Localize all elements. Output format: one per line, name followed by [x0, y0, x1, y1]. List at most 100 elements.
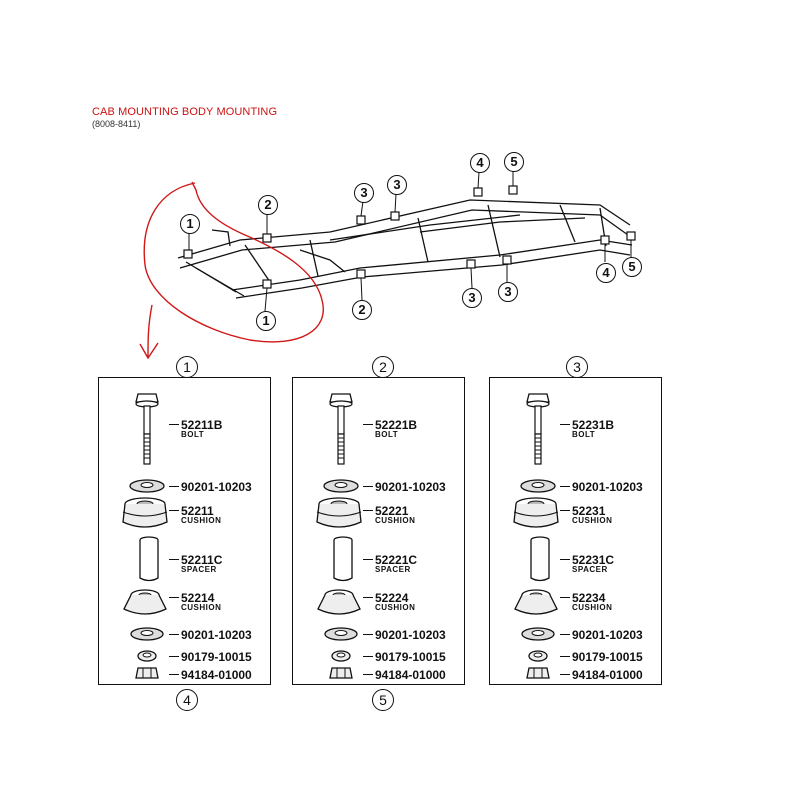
part-illustration-3 [119, 496, 171, 541]
part-illustration-1 [132, 388, 162, 473]
part-description: SPACER [181, 565, 217, 574]
frame-callout-2-bottom: 2 [352, 300, 372, 320]
nut-illustration [526, 667, 550, 679]
part-number: 52231C [572, 553, 615, 567]
panel-number-3: 3 [566, 356, 588, 378]
part-illustration-2 [321, 478, 361, 499]
crossmember-c [417, 217, 429, 263]
part-leader-line [560, 597, 570, 598]
lock-washer-illustration [331, 650, 351, 662]
part-leader-line [363, 559, 373, 560]
part-illustration-5 [119, 587, 171, 626]
washer-illustration [129, 479, 165, 493]
frame-callout-3-top-a: 3 [354, 183, 374, 203]
frame-callout-5-top: 5 [504, 152, 524, 172]
part-number: 52211B [181, 418, 223, 432]
part-number: 52231 [572, 504, 606, 518]
part-illustration-1 [523, 388, 553, 473]
panel-number-1: 1 [176, 356, 198, 378]
part-leader-line [169, 674, 179, 675]
part-description: CUSHION [572, 603, 613, 612]
part-description: CUSHION [375, 516, 416, 525]
part-illustration-4 [331, 535, 355, 588]
red-annotation-arrow [139, 304, 159, 360]
part-number: 90201-10203 [572, 628, 643, 642]
part-illustration-4 [528, 535, 552, 588]
part-illustration-3 [313, 496, 365, 541]
crossmember-b [309, 239, 319, 277]
part-illustration-8 [523, 664, 553, 687]
part-description: SPACER [572, 565, 608, 574]
nut-illustration [135, 667, 159, 679]
lower-cushion-illustration [123, 589, 167, 615]
part-number: 94184-01000 [572, 668, 643, 682]
part-illustration-3 [510, 496, 562, 541]
part-number: 52214 [181, 591, 215, 605]
frame-callout-3-bottom-a: 3 [462, 288, 482, 308]
diagram-title: CAB MOUNTING BODY MOUNTING [92, 106, 278, 118]
crossmember-a [244, 244, 271, 283]
part-illustration-4 [137, 535, 161, 588]
frame-callout-3-top-b: 3 [387, 175, 407, 195]
part-number: 94184-01000 [181, 668, 252, 682]
right-rail-top [231, 239, 633, 291]
part-number: 52211C [181, 553, 223, 567]
part-description: CUSHION [375, 603, 416, 612]
part-description: CUSHION [181, 603, 222, 612]
lower-cushion-illustration [317, 589, 361, 615]
part-leader-line [169, 424, 179, 425]
bolt-illustration [329, 393, 353, 465]
spacer-illustration [530, 536, 550, 582]
red-annotation-loop [143, 181, 324, 343]
part-leader-line [560, 656, 570, 657]
part-leader-line [169, 634, 179, 635]
frame-callout-1-left: 1 [180, 214, 200, 234]
part-illustration-1 [326, 388, 356, 473]
part-leader-line [363, 656, 373, 657]
left-rail-bottom [179, 209, 629, 269]
part-leader-line [169, 656, 179, 657]
chassis-frame-illustration [139, 171, 636, 360]
lock-washer-illustration [528, 650, 548, 662]
crossmember-d [487, 204, 501, 258]
part-description: CUSHION [572, 516, 613, 525]
part-leader-line [560, 559, 570, 560]
part-illustration-8 [326, 664, 356, 687]
part-leader-line [363, 597, 373, 598]
part-number: 90179-10015 [572, 650, 643, 664]
nut-illustration [329, 667, 353, 679]
part-number: 52221C [375, 553, 418, 567]
part-leader-line [560, 486, 570, 487]
part-number: 90201-10203 [181, 628, 252, 642]
panel-number-5-cut: 5 [372, 689, 394, 711]
bolt-illustration [526, 393, 550, 465]
part-illustration-2 [518, 478, 558, 499]
part-description: BOLT [375, 430, 399, 439]
part-leader-line [363, 510, 373, 511]
bolt-illustration [135, 393, 159, 465]
part-leader-line [560, 674, 570, 675]
part-illustration-6 [321, 626, 361, 647]
part-number: 52234 [572, 591, 606, 605]
panel-number-4-cut: 4 [176, 689, 198, 711]
part-number: 90201-10203 [375, 480, 446, 494]
part-description: SPACER [375, 565, 411, 574]
crossmember-e [559, 204, 576, 243]
part-number: 90201-10203 [572, 480, 643, 494]
part-illustration-6 [518, 626, 558, 647]
frame-rails [177, 199, 633, 299]
part-illustration-2 [127, 478, 167, 499]
rear-brace [419, 217, 586, 233]
lock-washer-illustration [137, 650, 157, 662]
side-bracket [299, 249, 346, 273]
callout-leaders [188, 171, 632, 312]
part-leader-line [560, 424, 570, 425]
part-leader-line [169, 597, 179, 598]
part-leader-line [363, 424, 373, 425]
washer-illustration [324, 627, 358, 641]
panel-number-2: 2 [372, 356, 394, 378]
part-number: 90201-10203 [375, 628, 446, 642]
diagram-subtitle: (8008-8411) [92, 119, 141, 129]
